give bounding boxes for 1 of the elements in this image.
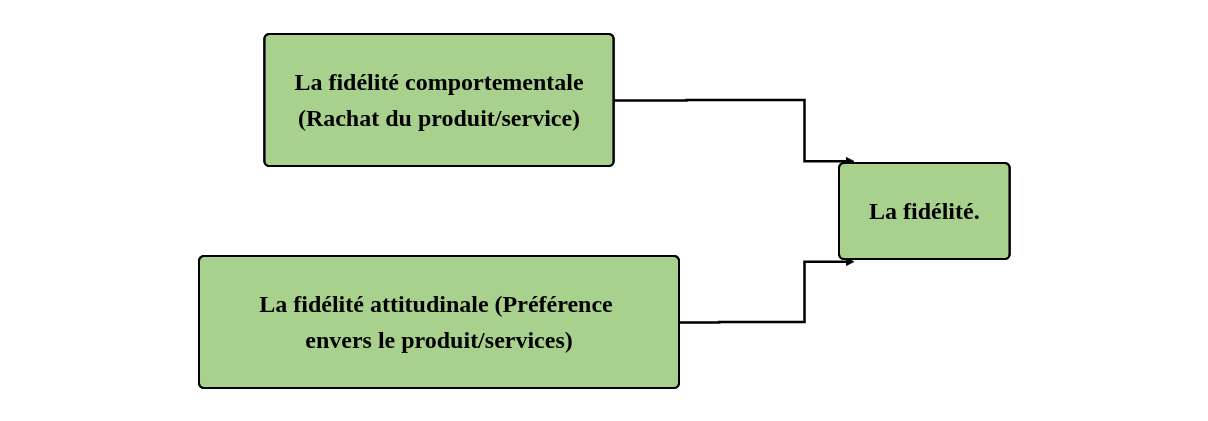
arrow	[613, 98, 855, 166]
